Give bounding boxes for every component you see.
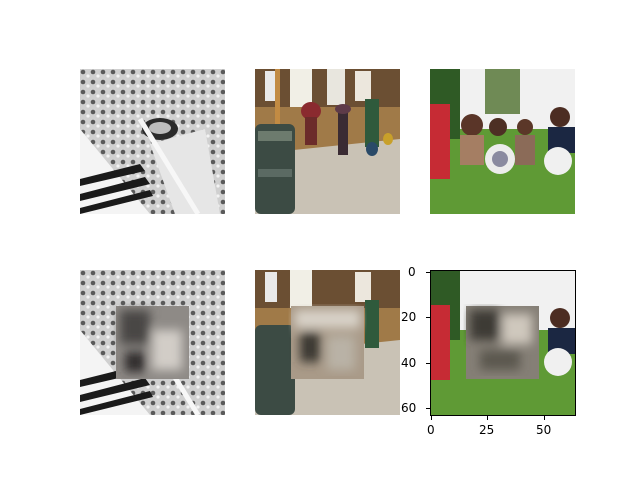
x-tick-25 [487, 416, 488, 420]
blurred-patch [116, 306, 189, 379]
x-tick-label-0: 0 [427, 423, 435, 437]
children-image [430, 69, 575, 214]
x-tick-label-25: 25 [479, 423, 495, 437]
x-tick-50 [544, 416, 545, 420]
y-tick-40 [426, 363, 430, 364]
y-tick-label-40: 40 [401, 356, 417, 370]
y-tick-20 [426, 317, 430, 318]
pottery-image [255, 69, 400, 214]
x-tick-0 [431, 416, 432, 420]
y-tick-60 [426, 408, 430, 409]
y-tick-label-20: 20 [401, 310, 417, 324]
blurred-patch [466, 306, 539, 379]
x-tick-label-50: 50 [536, 423, 552, 437]
zebra-image-masked [80, 270, 225, 415]
children-image-masked [430, 270, 575, 415]
blurred-patch [291, 306, 364, 379]
y-tick-label-60: 60 [401, 401, 417, 415]
pottery-image-masked [255, 270, 400, 415]
zebra-image [80, 69, 225, 214]
y-tick-0 [426, 272, 430, 273]
y-tick-label-0: 0 [408, 265, 416, 279]
